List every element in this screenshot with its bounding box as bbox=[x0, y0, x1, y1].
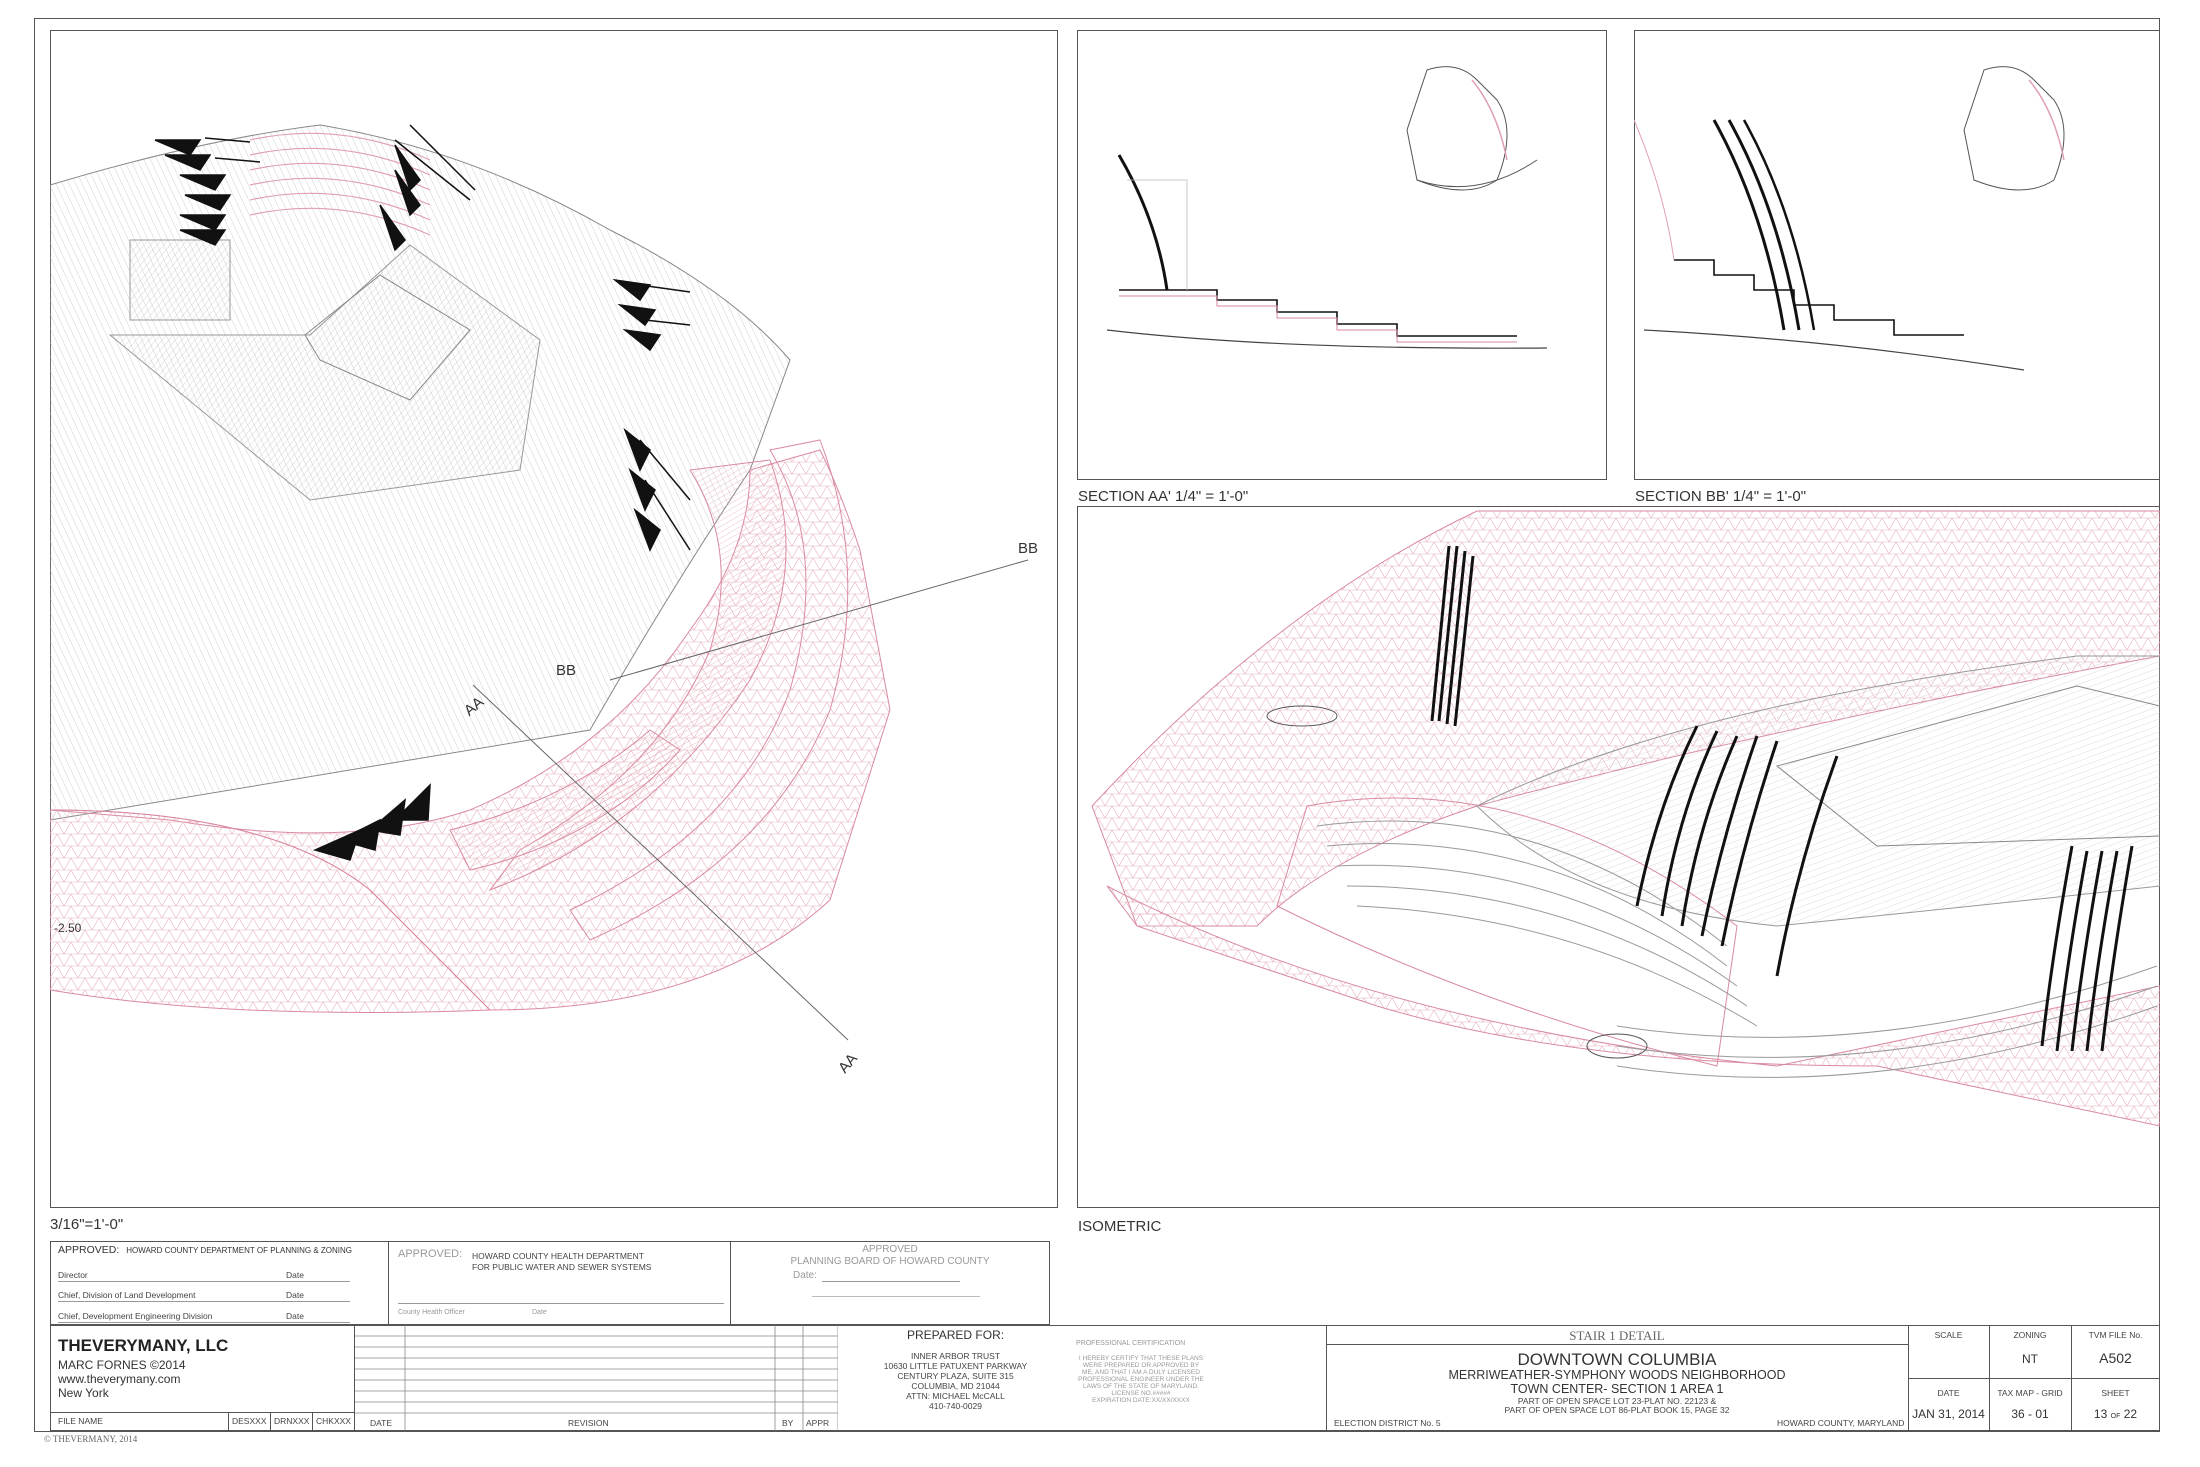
revision-header: REVISION bbox=[568, 1418, 609, 1428]
health-officer: County Health Officer bbox=[398, 1309, 465, 1316]
firm-city: New York bbox=[58, 1386, 109, 1400]
plan-scale-label: 3/16"=1'-0" bbox=[50, 1216, 124, 1233]
approval-divider-1 bbox=[388, 1241, 389, 1325]
prepared-for-line: ATTN: MICHAEL McCALL bbox=[906, 1391, 1005, 1401]
project-name: DOWNTOWN COLUMBIA bbox=[1517, 1350, 1717, 1369]
section-bb-label: SECTION BB' 1/4" = 1'-0" bbox=[1635, 488, 1807, 505]
revision-appr-header: APPR bbox=[806, 1418, 830, 1428]
prepared-for-line: INNER ARBOR TRUST bbox=[910, 1351, 1001, 1361]
health-approved: APPROVED: bbox=[398, 1248, 463, 1260]
copyright: © THEVERMANY, 2014 bbox=[44, 1434, 138, 1444]
file-name-header: FILE NAME bbox=[58, 1416, 103, 1426]
section-aa-drawing bbox=[1106, 66, 1548, 349]
signature-line bbox=[58, 1281, 350, 1282]
signature-line bbox=[398, 1303, 724, 1304]
date-value: JAN 31, 2014 bbox=[1912, 1407, 1985, 1421]
scale-header: SCALE bbox=[1934, 1330, 1963, 1340]
sheet-header: SHEET bbox=[2101, 1388, 2130, 1398]
planning-director-date: Date bbox=[286, 1270, 304, 1280]
election-district: ELECTION DISTRICT No. 5 bbox=[1334, 1418, 1441, 1428]
signature-line bbox=[58, 1301, 350, 1302]
health-dept-2: FOR PUBLIC WATER AND SEWER SYSTEMS bbox=[472, 1262, 652, 1272]
zoning-value: NT bbox=[2022, 1352, 2038, 1366]
section-aa-panel bbox=[1077, 30, 1607, 480]
planning-approved: APPROVED: HOWARD COUNTY DEPARTMENT OF PL… bbox=[58, 1244, 352, 1256]
chk-cell: CHKXXX bbox=[316, 1416, 351, 1426]
isometric-fins bbox=[1430, 545, 2134, 1052]
certification-line: PROFESSIONAL ENGINEER UNDER THE bbox=[1078, 1376, 1204, 1383]
section-bb-drawing bbox=[1634, 66, 2065, 371]
section-aa-label: SECTION AA' 1/4" = 1'-0" bbox=[1078, 488, 1249, 505]
firm-line1: MARC FORNES ©2014 bbox=[58, 1358, 186, 1372]
certification-line: LICENSE NO.##### bbox=[1111, 1390, 1171, 1397]
title-block-border bbox=[1326, 1325, 1327, 1431]
file-no-value: A502 bbox=[2099, 1350, 2132, 1366]
prepared-for-line: 410-740-0029 bbox=[929, 1401, 982, 1411]
isometric-label: ISOMETRIC bbox=[1078, 1218, 1162, 1235]
file-row-divider bbox=[228, 1412, 229, 1431]
town-center-section: TOWN CENTER- SECTION 1 AREA 1 bbox=[1510, 1382, 1724, 1396]
certification-line: WERE PREPARED OR APPROVED BY bbox=[1082, 1362, 1200, 1369]
prepared-for-title: PREPARED FOR: bbox=[906, 1328, 1005, 1342]
firm-website: www.theverymany.com bbox=[58, 1372, 181, 1386]
certification-line: I HEREBY CERTIFY THAT THESE PLANS bbox=[1078, 1355, 1204, 1362]
certification-title: PROFESSIONAL CERTIFICATION bbox=[1076, 1340, 1186, 1347]
file-row-divider bbox=[312, 1412, 313, 1431]
planning-chief-land-date: Date bbox=[286, 1290, 304, 1300]
health-dept-1: HOWARD COUNTY HEALTH DEPARTMENT bbox=[472, 1251, 644, 1261]
certification-line: LAWS OF THE STATE OF MARYLAND. bbox=[1083, 1383, 1199, 1390]
certification-line: ME, AND THAT I AM A DULY LICENSED bbox=[1082, 1369, 1200, 1376]
planning-chief-land: Chief, Division of Land Development bbox=[58, 1290, 196, 1300]
firm-block-border bbox=[354, 1325, 355, 1431]
signature-line bbox=[812, 1296, 980, 1297]
file-no-header: TVM FILE No. bbox=[2088, 1330, 2143, 1340]
sheet-title: STAIR 1 DETAIL bbox=[1569, 1328, 1665, 1343]
prepared-for-line: CENTURY PLAZA, SUITE 315 bbox=[897, 1371, 1014, 1381]
tax-map-header: TAX MAP - GRID bbox=[1997, 1388, 2063, 1398]
approvals-box bbox=[50, 1241, 1050, 1325]
board-date: Date: bbox=[793, 1270, 817, 1281]
planning-director: Director bbox=[58, 1270, 88, 1280]
section-marker-bb: BB bbox=[556, 662, 577, 679]
signature-line bbox=[822, 1281, 960, 1282]
neighborhood: MERRIWEATHER-SYMPHONY WOODS NEIGHBORHOOD bbox=[1448, 1368, 1786, 1382]
firm-name: THEVERYMANY, LLC bbox=[58, 1336, 229, 1355]
revision-table-grid bbox=[355, 1325, 838, 1431]
certification-line: EXPIRATION DATE:XX/XX/XXXX bbox=[1092, 1397, 1190, 1404]
revision-by-header: BY bbox=[782, 1418, 794, 1428]
date-header: DATE bbox=[1937, 1388, 1960, 1398]
section-bb-panel bbox=[1634, 30, 2160, 480]
revision-date-header: DATE bbox=[370, 1418, 393, 1428]
drn-cell: DRNXXX bbox=[274, 1416, 310, 1426]
title-block-rule bbox=[1326, 1344, 1908, 1345]
zoning-header: ZONING bbox=[2013, 1330, 2047, 1340]
tax-map-value: 36 - 01 bbox=[2011, 1407, 2049, 1421]
board-approved: APPROVED bbox=[862, 1244, 918, 1255]
prepared-for-line: COLUMBIA, MD 21044 bbox=[911, 1381, 1000, 1391]
des-cell: DESXXX bbox=[232, 1416, 267, 1426]
sheet-number: 13 OF 22 bbox=[2093, 1407, 2138, 1421]
elevation-label: -2.50 bbox=[54, 921, 82, 935]
planning-chief-eng: Chief, Development Engineering Division bbox=[58, 1311, 213, 1321]
file-row-divider bbox=[270, 1412, 271, 1431]
board-line: PLANNING BOARD OF HOWARD COUNTY bbox=[790, 1256, 990, 1267]
health-date: Date bbox=[532, 1309, 547, 1316]
stair-fins bbox=[154, 124, 691, 861]
plan-view-drawing bbox=[50, 124, 1029, 1041]
lot-line-2: PART OF OPEN SPACE LOT 86-PLAT BOOK 15, … bbox=[1504, 1405, 1730, 1415]
approval-divider-2 bbox=[730, 1241, 731, 1325]
sheet-info-row bbox=[1908, 1378, 2160, 1379]
county: HOWARD COUNTY, MARYLAND bbox=[1777, 1418, 1905, 1428]
planning-chief-eng-date: Date bbox=[286, 1311, 304, 1321]
isometric-drawing bbox=[1091, 510, 2160, 1127]
section-marker-bb-top: BB bbox=[1018, 540, 1039, 557]
lot-line-1: PART OF OPEN SPACE LOT 23-PLAT NO. 22123… bbox=[1517, 1396, 1717, 1406]
prepared-for-line: 10630 LITTLE PATUXENT PARKWAY bbox=[883, 1361, 1028, 1371]
signature-line bbox=[58, 1322, 350, 1323]
file-row-top bbox=[50, 1412, 354, 1413]
